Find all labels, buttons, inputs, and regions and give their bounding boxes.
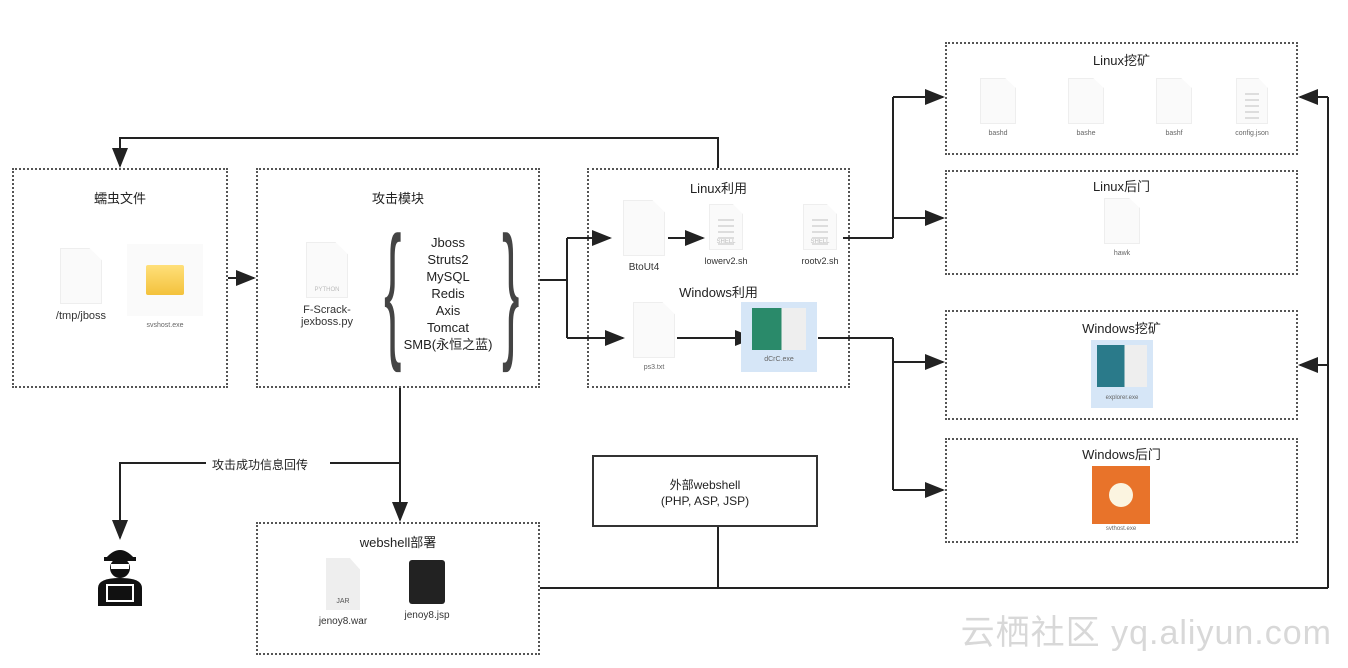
right-brace: } — [502, 205, 520, 373]
file-icon — [980, 78, 1016, 124]
worm-files-group: 蠕虫文件 /tmp/jboss svshost.exe — [12, 168, 228, 388]
hacker-icon — [98, 550, 142, 606]
target-item: SMB(永恒之蓝) — [403, 337, 493, 352]
box-title: 外部webshell — [669, 478, 741, 492]
group-title: Windows利用 — [679, 285, 758, 300]
file-icon — [1068, 78, 1104, 124]
file-label: ps3.txt — [643, 364, 665, 371]
webshell-deploy-group: webshell部署 JAR jenoy8.war jenoy8.jsp — [256, 522, 540, 655]
folder-icon — [127, 244, 203, 316]
callback-label: 攻击成功信息回传 — [210, 456, 311, 473]
file-item: explorer.exe — [1091, 340, 1153, 408]
group-title: Linux利用 — [689, 181, 748, 196]
file-label: F-Scrack-jexboss.py — [301, 304, 353, 328]
target-item: Axis — [435, 303, 461, 318]
file-item: bashf — [1129, 78, 1219, 137]
file-item: PYTHON F-Scrack-jexboss.py — [282, 242, 372, 328]
shell-file-icon: SHELL — [803, 204, 837, 250]
group-title: Linux挖矿 — [1092, 53, 1151, 68]
group-title: Windows后门 — [1082, 447, 1161, 462]
file-label: bashe — [1076, 130, 1096, 137]
file-label: svshost.exe — [146, 322, 184, 329]
exe-icon — [1092, 466, 1150, 524]
file-label: rootv2.sh — [801, 256, 839, 266]
file-label: jenoy8.jsp — [404, 610, 450, 621]
group-title: webshell部署 — [359, 535, 437, 550]
file-item: jenoy8.jsp — [382, 560, 472, 621]
target-item: Struts2 — [427, 252, 469, 267]
file-label: svthost.exe — [1105, 526, 1137, 532]
target-item: Tomcat — [427, 320, 469, 335]
file-label: /tmp/jboss — [55, 310, 107, 322]
windows-mining-group: Windows挖矿 explorer.exe — [945, 310, 1298, 420]
group-title: 蠕虫文件 — [93, 191, 146, 206]
file-label: config.json — [1235, 130, 1269, 137]
linux-mining-group: Linux挖矿 bashd bashe bashf config.json — [945, 42, 1298, 155]
file-label: hawk — [1113, 250, 1131, 257]
file-item: dCrC.exe — [741, 302, 817, 372]
file-item: BtoUt4 — [599, 200, 689, 273]
file-item: /tmp/jboss — [36, 248, 126, 322]
exe-icon — [752, 308, 806, 350]
file-label: bashf — [1165, 130, 1183, 137]
file-label: BtoUt4 — [628, 262, 660, 273]
file-label: lowerv2.sh — [704, 256, 748, 266]
file-item: SHELL lowerv2.sh — [681, 204, 771, 266]
file-icon — [1156, 78, 1192, 124]
file-item: config.json — [1207, 78, 1297, 137]
file-item: svshost.exe — [120, 244, 210, 329]
target-item: Jboss — [431, 235, 465, 250]
file-icon — [623, 200, 665, 256]
exploit-group: Linux利用 BtoUt4 SHELL lowerv2.sh SHELL root… — [587, 168, 850, 388]
file-label: dCrC.exe — [764, 356, 794, 363]
group-title: 攻击模块 — [371, 191, 424, 206]
file-item: ps3.txt — [609, 302, 699, 371]
file-item: JAR jenoy8.war — [298, 558, 388, 627]
attack-module-group: 攻击模块 PYTHON F-Scrack-jexboss.py { } Jboss… — [256, 168, 540, 388]
target-item: MySQL — [426, 269, 470, 284]
jar-file-icon: JAR — [326, 558, 360, 610]
file-icon — [633, 302, 675, 358]
file-icon — [1104, 198, 1140, 244]
exe-icon — [1097, 345, 1147, 387]
file-label: jenoy8.war — [318, 616, 368, 627]
json-file-icon — [1236, 78, 1268, 124]
external-webshell-box: 外部webshell (PHP, ASP, JSP) — [592, 455, 818, 527]
file-label: bashd — [988, 130, 1008, 137]
file-item: svthost.exe — [1091, 466, 1151, 532]
target-item: Redis — [431, 286, 465, 301]
file-icon — [60, 248, 102, 304]
group-title: Linux后门 — [1092, 179, 1151, 194]
terminal-icon — [409, 560, 445, 604]
shell-file-icon: SHELL — [709, 204, 743, 250]
left-brace: { — [384, 205, 402, 373]
linux-backdoor-group: Linux后门 hawk — [945, 170, 1298, 275]
box-subtitle: (PHP, ASP, JSP) — [660, 494, 750, 508]
file-label: explorer.exe — [1105, 395, 1139, 401]
python-file-icon: PYTHON — [306, 242, 348, 298]
group-title: Windows挖矿 — [1082, 321, 1161, 336]
file-item: bashe — [1041, 78, 1131, 137]
file-item: hawk — [1077, 198, 1167, 257]
target-list: Jboss Struts2 MySQL Redis Axis Tomcat SM… — [388, 234, 508, 353]
file-item: bashd — [953, 78, 1043, 137]
file-item: SHELL rootv2.sh — [775, 204, 865, 266]
windows-backdoor-group: Windows后门 svthost.exe — [945, 438, 1298, 543]
watermark: 云栖社区 yq.aliyun.com — [960, 614, 1332, 652]
